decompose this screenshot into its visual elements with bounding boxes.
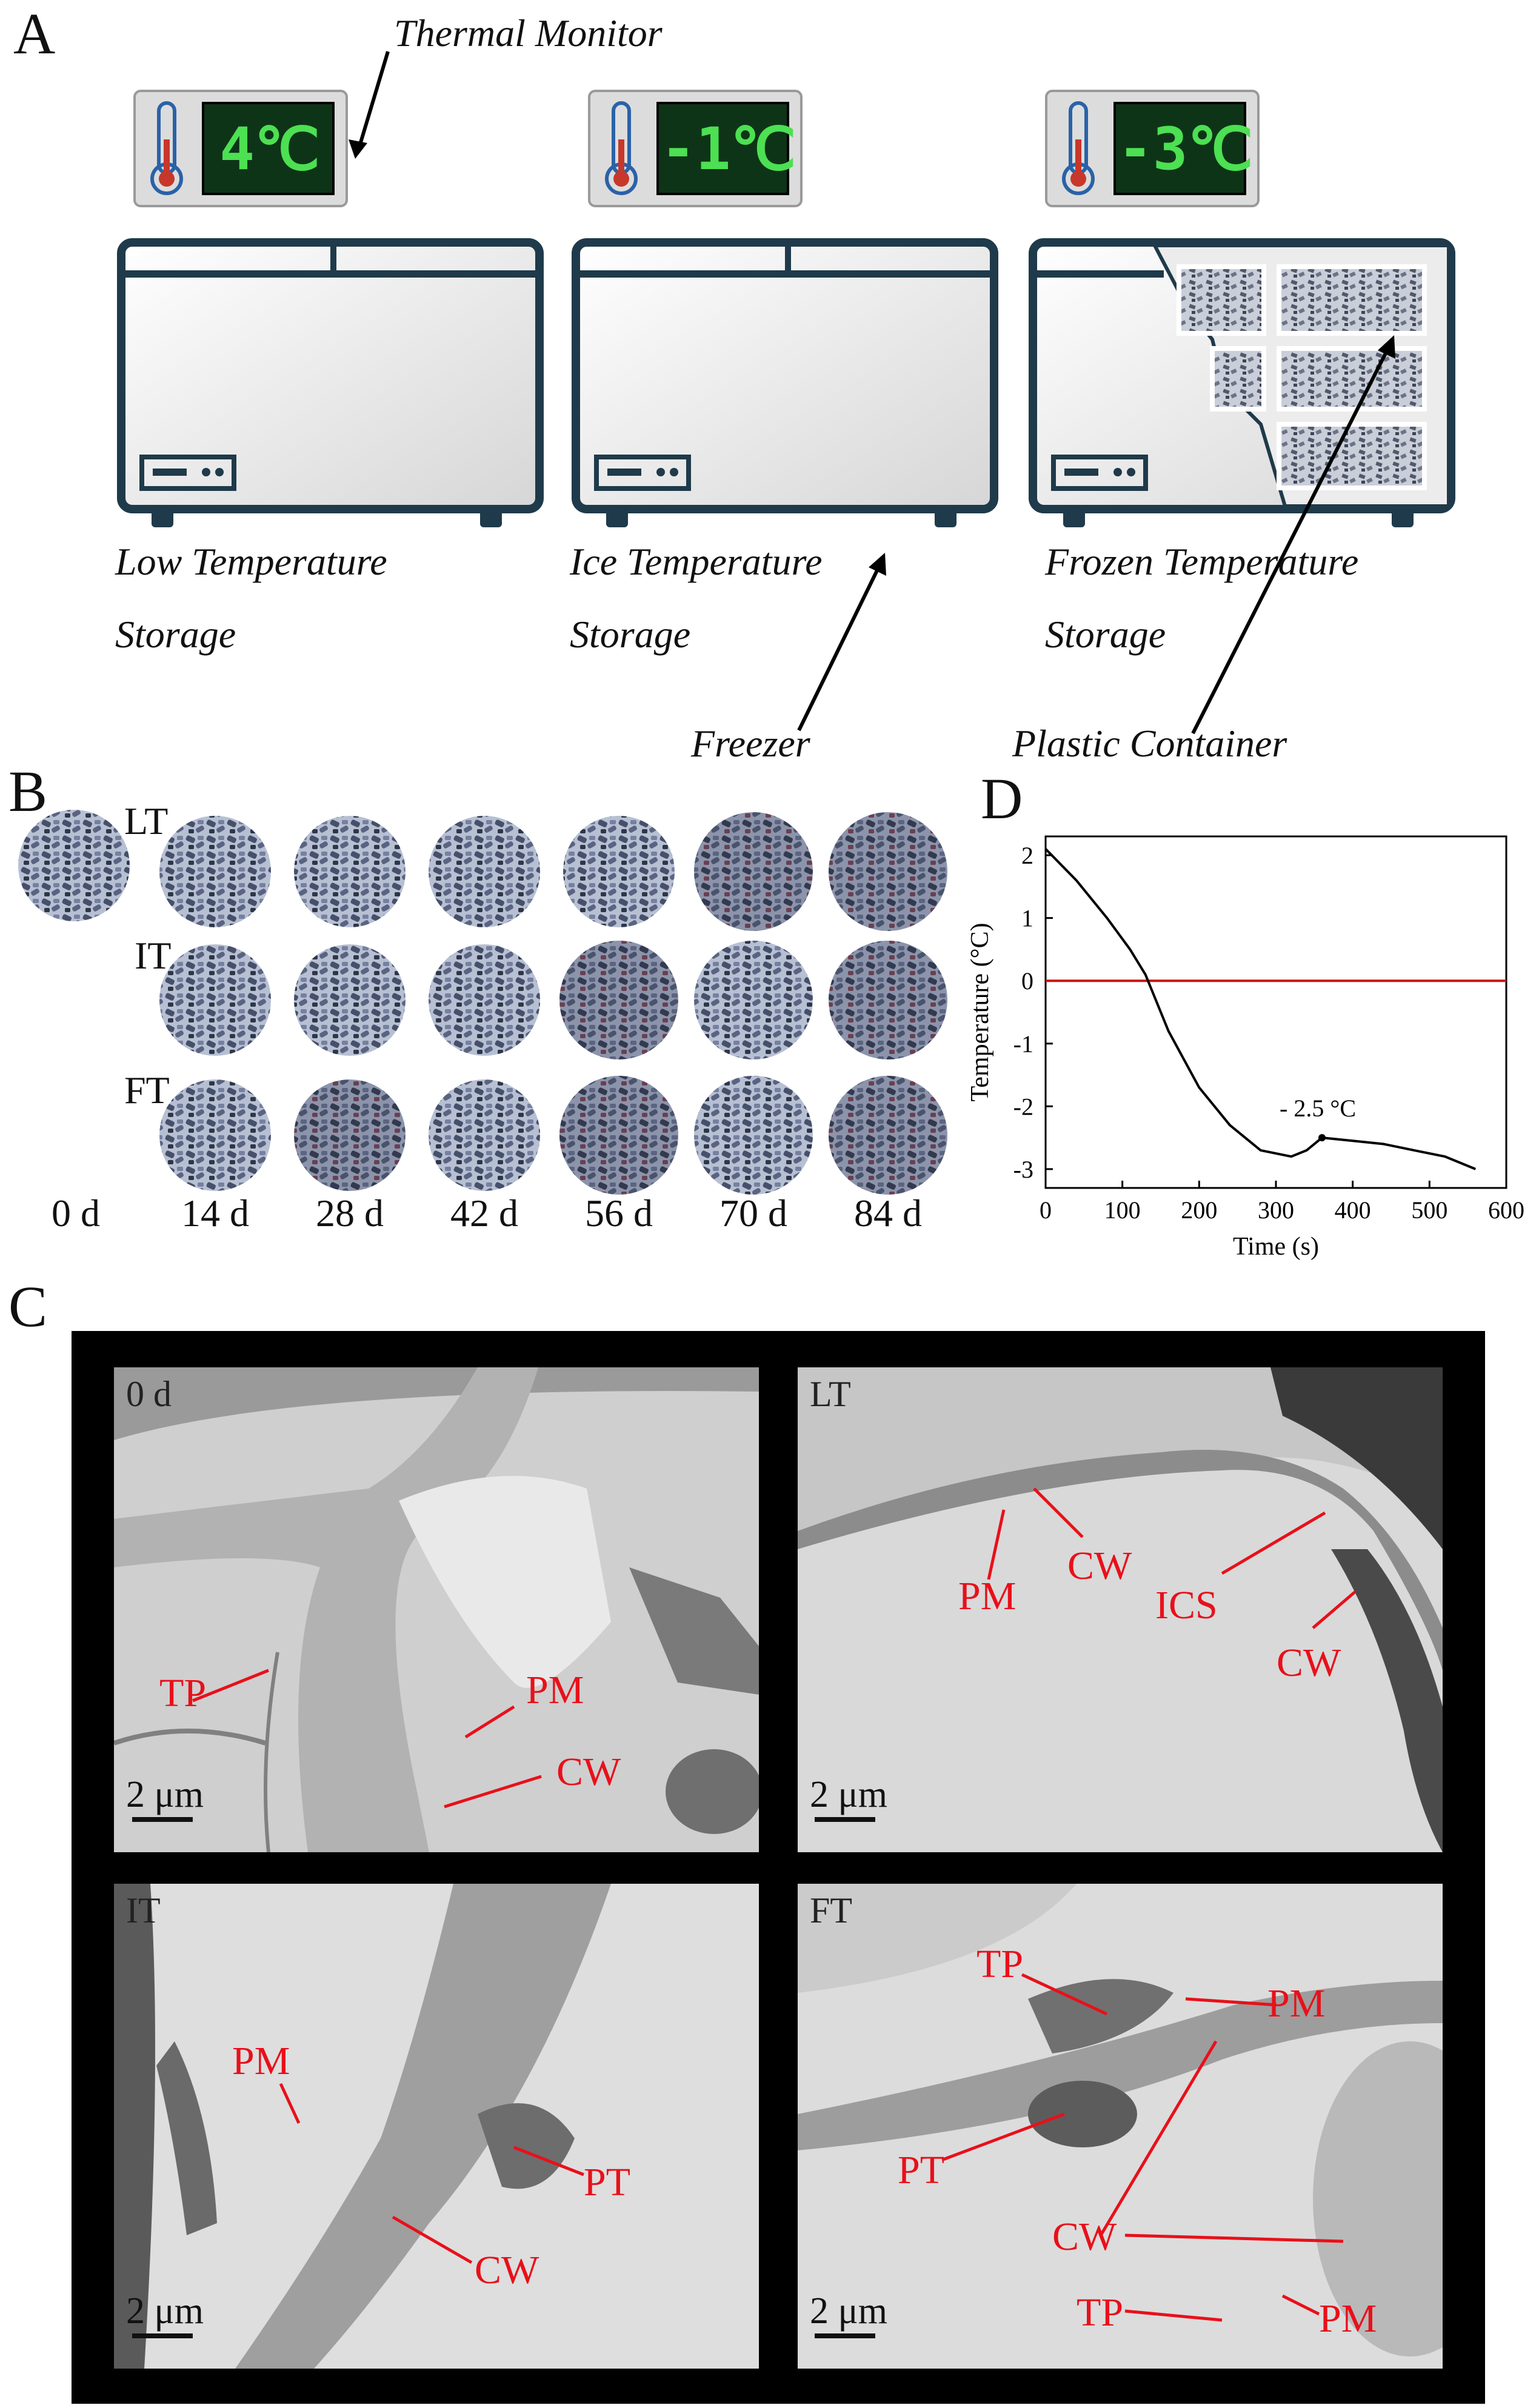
label-tp: TP — [976, 1942, 1024, 1986]
y-tick-label: -1 — [1013, 1030, 1033, 1058]
label-cw: CW — [1277, 1641, 1341, 1685]
label-pt: PT — [584, 2160, 631, 2204]
temperature-chart: 0 100 200 300 400 500 600 2 1 0 -1 -2 -3 - 2.5 °C Time… — [966, 835, 1524, 1261]
tem-grid: 0 d TP PM CW 2 μm LT PM CW ICS CW 2 μm — [72, 1331, 1485, 2404]
panel-c-letter: C — [8, 1274, 48, 1339]
y-tick-label: 1 — [1021, 905, 1033, 932]
scale-bar-label: 2 μm — [126, 2290, 204, 2332]
monitor-1-readout: 4℃ — [219, 115, 320, 183]
label-cw: CW — [475, 2248, 539, 2292]
x-tick-label: 300 — [1258, 1196, 1294, 1224]
day-label-14: 14 d — [181, 1192, 249, 1235]
panel-a-illustration — [117, 51, 1455, 735]
y-tick-label: 0 — [1021, 967, 1033, 995]
label-pm: PM — [232, 2039, 290, 2083]
label-cw: CW — [556, 1750, 621, 1794]
label-pm: PM — [1319, 2296, 1377, 2341]
panel-a-letter: A — [13, 1, 56, 66]
label-cw: CW — [1052, 2215, 1117, 2259]
day-label-28: 28 d — [316, 1192, 384, 1235]
storage-low-line2: Storage — [115, 613, 236, 656]
storage-low-line1: Low Temperature — [115, 540, 387, 583]
freezer-frozen — [1029, 238, 1455, 527]
storage-frozen-line2: Storage — [1045, 613, 1166, 656]
label-tp: TP — [1077, 2290, 1124, 2335]
monitor-1 — [133, 90, 348, 207]
x-tick-label: 200 — [1181, 1196, 1217, 1224]
annotation-label: - 2.5 °C — [1280, 1095, 1356, 1122]
scale-bar-label: 2 μm — [126, 1774, 204, 1815]
storage-ice-line1: Ice Temperature — [570, 540, 823, 583]
tem-tag-it: IT — [126, 1890, 161, 1930]
monitor-2-readout: -1℃ — [661, 115, 796, 183]
x-tick-label: 400 — [1335, 1196, 1371, 1224]
scale-bar-label: 2 μm — [810, 1774, 887, 1815]
x-tick-label: 100 — [1104, 1196, 1141, 1224]
arrow-container — [1191, 347, 1390, 735]
x-axis-title: Time (s) — [1233, 1233, 1319, 1261]
annotation-point — [1318, 1134, 1326, 1142]
row-label-it: IT — [135, 934, 172, 977]
label-pt: PT — [898, 2148, 945, 2192]
freezer-low — [117, 238, 544, 527]
label-ics: ICS — [1155, 1583, 1218, 1627]
monitor-2 — [588, 90, 803, 207]
scale-bar-label: 2 μm — [810, 2290, 887, 2332]
y-tick-label: -2 — [1013, 1093, 1033, 1120]
freezer-ice — [572, 238, 998, 527]
panel-d-letter: D — [981, 766, 1023, 831]
panel-b-letter: B — [8, 759, 48, 824]
row-label-ft: FT — [124, 1069, 170, 1112]
tem-tag-0d: 0 d — [126, 1374, 172, 1414]
row-label-lt: LT — [124, 799, 169, 842]
y-axis-title: Temperature (°C) — [966, 923, 994, 1102]
label-pm: PM — [1267, 1981, 1326, 2026]
arrow-freezer — [797, 565, 881, 732]
tem-tile-lt: LT PM CW ICS CW 2 μm — [798, 1367, 1443, 1852]
day-label-70: 70 d — [719, 1192, 787, 1235]
y-tick-label: -3 — [1013, 1156, 1033, 1183]
x-tick-label: 0 — [1040, 1196, 1052, 1224]
tem-tag-ft: FT — [810, 1890, 853, 1930]
panel-b-samples — [18, 810, 947, 1195]
day-label-84: 84 d — [854, 1192, 922, 1235]
label-cw: CW — [1067, 1544, 1132, 1588]
tem-tile-it: IT PM PT CW 2 μm — [114, 1884, 759, 2369]
thermal-monitor-label: Thermal Monitor — [394, 12, 663, 55]
x-tick-label: 500 — [1411, 1196, 1447, 1224]
tem-tile-0d: 0 d TP PM CW 2 μm — [114, 1367, 759, 1852]
arrow-thermal — [357, 51, 390, 149]
y-tick-label: 2 — [1021, 842, 1033, 869]
monitor-3 — [1045, 90, 1260, 207]
plot-frame — [1044, 835, 1507, 1189]
label-tp: TP — [159, 1671, 207, 1715]
monitor-3-readout: -3℃ — [1118, 115, 1254, 183]
plastic-container-label: Plastic Container — [1012, 722, 1287, 765]
tem-tag-lt: LT — [810, 1374, 851, 1414]
storage-ice-line2: Storage — [570, 613, 691, 656]
x-tick-label: 600 — [1488, 1196, 1524, 1224]
temperature-series-line — [1044, 848, 1477, 1170]
freezer-label: Freezer — [691, 722, 810, 765]
label-pm: PM — [958, 1574, 1017, 1618]
label-pm: PM — [526, 1668, 584, 1712]
day-label-0: 0 d — [52, 1192, 100, 1235]
day-label-42: 42 d — [450, 1192, 518, 1235]
tem-tile-ft: FT TP PM PT CW TP PM 2 μm — [798, 1884, 1443, 2369]
day-label-56: 56 d — [585, 1192, 653, 1235]
storage-frozen-line1: Frozen Temperature — [1045, 540, 1359, 583]
